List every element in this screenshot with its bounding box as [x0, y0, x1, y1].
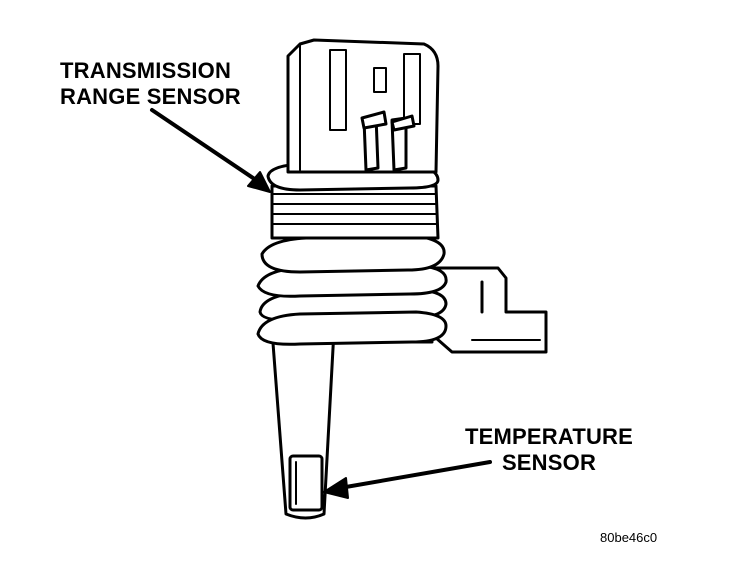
temperature-sensor-label-line2: SENSOR	[501, 450, 597, 475]
connector-head	[286, 38, 440, 174]
mounting-bracket	[430, 266, 548, 354]
transmission-range-sensor-label-line2: RANGE SENSOR	[60, 84, 241, 109]
temperature-sensor-label: TEMPERATURE SENSOR	[456, 424, 642, 476]
transmission-range-sensor-label-line1: TRANSMISSION	[60, 58, 232, 83]
arrow-to-temperature-sensor	[338, 460, 492, 490]
leader-arrows	[150, 108, 492, 499]
figure-id: 80be46c0	[600, 530, 658, 545]
ribbed-collar	[266, 162, 440, 240]
temperature-probe	[270, 328, 336, 520]
retaining-spring	[256, 234, 448, 346]
arrow-to-range-sensor	[150, 108, 264, 186]
temperature-sensor-label-line1: TEMPERATURE	[464, 424, 634, 449]
transmission-range-sensor-label: TRANSMISSION RANGE SENSOR	[60, 58, 241, 110]
